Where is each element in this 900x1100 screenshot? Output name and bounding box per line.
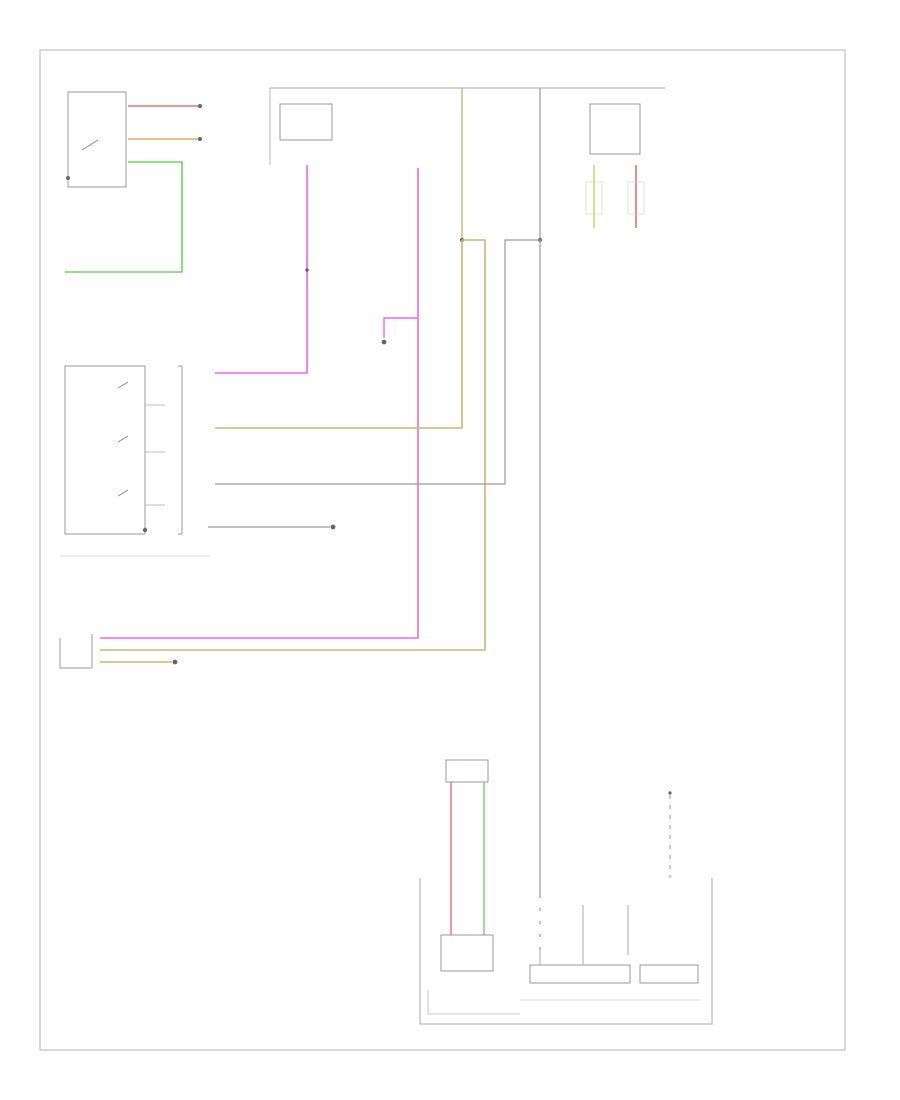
ground-point xyxy=(381,339,387,345)
sensor-bracket xyxy=(59,638,92,669)
gauge-box xyxy=(440,934,494,972)
connector-box-top xyxy=(445,759,489,783)
cluster-module-box-right xyxy=(639,964,699,984)
wire-pink-ground-branch xyxy=(383,317,418,338)
switch-contact xyxy=(117,435,129,443)
wire-pink-long xyxy=(100,168,419,639)
ground-dot xyxy=(66,176,70,180)
top-left-switch-box xyxy=(67,91,127,188)
connector-outline xyxy=(585,181,603,215)
relay-box-right xyxy=(589,103,641,155)
splice-dot xyxy=(305,268,309,272)
diagram-frame xyxy=(39,49,846,1051)
ground-dot xyxy=(142,527,148,533)
switch-contact xyxy=(117,489,129,497)
cluster-frame xyxy=(419,878,713,1025)
fuse-box-left xyxy=(279,103,333,141)
ground-point xyxy=(172,659,178,665)
wire-tan-to-panel xyxy=(215,240,463,429)
connector-dot xyxy=(198,137,202,141)
wire-green-loop xyxy=(65,161,183,273)
cluster-module-box xyxy=(529,964,631,984)
switch-contact xyxy=(117,381,129,389)
switch-contact xyxy=(81,139,99,151)
switch-panel-box xyxy=(64,365,146,535)
connector-dot xyxy=(198,104,202,108)
wire-tan-long xyxy=(100,239,486,651)
wire-black-to-panel xyxy=(215,239,540,485)
ground-point xyxy=(330,524,336,530)
connector-outline xyxy=(627,181,645,215)
wire-pink-left xyxy=(215,165,308,374)
